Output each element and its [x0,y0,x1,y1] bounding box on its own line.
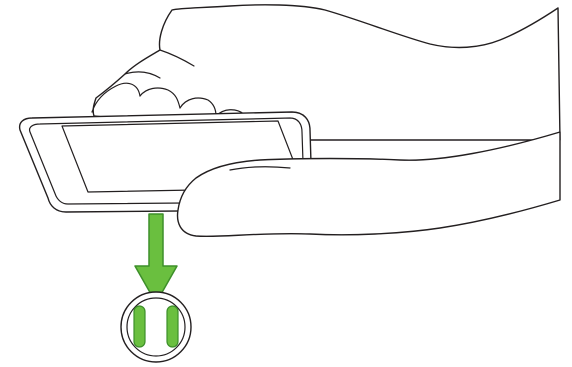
arrow-shape [134,213,178,304]
pause-bar-right [166,305,179,348]
finger-3 [179,97,217,117]
thumb-shape [176,131,561,238]
pause-bar-left [133,305,146,348]
thumb [176,131,561,238]
finger-1 [91,82,141,113]
thumb-nail [229,166,291,171]
hand-back [92,4,561,141]
pause-icon [120,291,192,363]
arrow-down-icon [134,213,178,304]
knuckle-a [159,49,195,67]
hand-icon [91,4,561,141]
finger-2 [139,87,181,109]
knuckle-b [124,71,161,79]
